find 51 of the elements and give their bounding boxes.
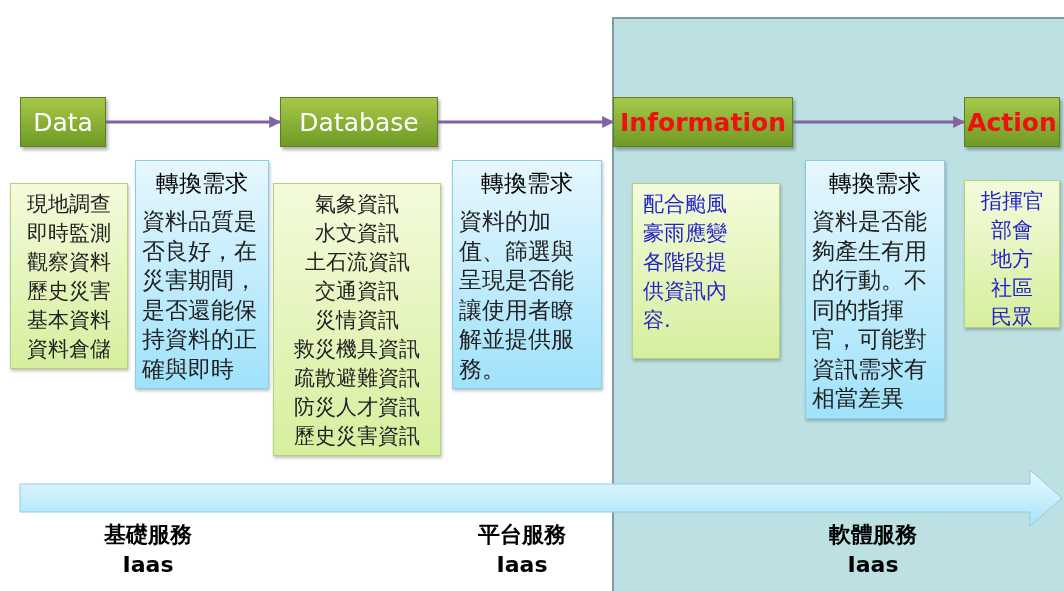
list-item: 指揮官 <box>979 188 1045 215</box>
note-box <box>805 160 945 419</box>
node-label: Information <box>620 107 786 137</box>
list-box <box>10 183 128 369</box>
list-item: 觀察資料 <box>26 249 112 276</box>
list-item: 歷史災害 <box>26 278 112 305</box>
list-box <box>273 183 441 456</box>
list-item: 水文資訊 <box>314 220 400 247</box>
stage-label: 軟體服務 <box>828 521 918 549</box>
node-label: Database <box>299 107 419 137</box>
process-box <box>964 97 1060 147</box>
process-box <box>613 97 793 147</box>
arrow <box>438 116 615 128</box>
service-label: Iaas <box>121 552 175 577</box>
description-text: 資料是否能夠產生有用的行動。不同的指揮官，可能對資訊需求有相當差異 <box>812 207 928 413</box>
stage-label: 基礎服務 <box>103 521 193 549</box>
list-item: 氣象資訊 <box>314 191 400 218</box>
arrow <box>793 116 966 128</box>
list-item: 部會 <box>990 217 1034 244</box>
list-item: 防災人才資訊 <box>293 394 421 421</box>
list-item: 救災機具資訊 <box>293 336 421 363</box>
list-box <box>964 180 1060 328</box>
service-label: Iaas <box>846 552 900 577</box>
heading: 轉換需求 <box>480 169 574 198</box>
node-label: Action <box>967 107 1057 137</box>
list-item: 交通資訊 <box>314 278 400 305</box>
list-item: 即時監測 <box>26 220 112 247</box>
description-text: 資料品質是否良好，在災害期間，是否還能保持資料的正確與即時 <box>142 207 258 384</box>
list-item: 災情資訊 <box>314 307 400 334</box>
heading: 轉換需求 <box>828 169 922 198</box>
list-item: 基本資料 <box>26 307 112 334</box>
list-item: 現地調查 <box>26 191 112 218</box>
service-label: Iaas <box>495 552 549 577</box>
stage-label: 平台服務 <box>477 521 567 549</box>
process-box <box>20 97 106 147</box>
list-item: 資料倉儲 <box>26 336 112 363</box>
arrow <box>106 116 282 128</box>
node-label: Data <box>33 107 93 137</box>
list-item: 歷史災害資訊 <box>293 423 421 450</box>
note-box <box>135 160 269 389</box>
list-item: 疏散避難資訊 <box>293 365 421 392</box>
list-item: 社區 <box>990 275 1034 302</box>
description-text: 配合颱風豪雨應變各階段提供資訊內容. <box>643 191 728 334</box>
list-item: 土石流資訊 <box>303 249 411 276</box>
list-item: 地方 <box>990 246 1034 273</box>
list-item: 民眾 <box>990 304 1034 331</box>
description-text: 資料的加值、篩選與呈現是否能讓使用者瞭解並提供服務。 <box>459 207 575 384</box>
heading: 轉換需求 <box>155 169 249 198</box>
process-box <box>280 97 438 147</box>
note-box <box>452 160 602 389</box>
info-box <box>632 183 780 359</box>
